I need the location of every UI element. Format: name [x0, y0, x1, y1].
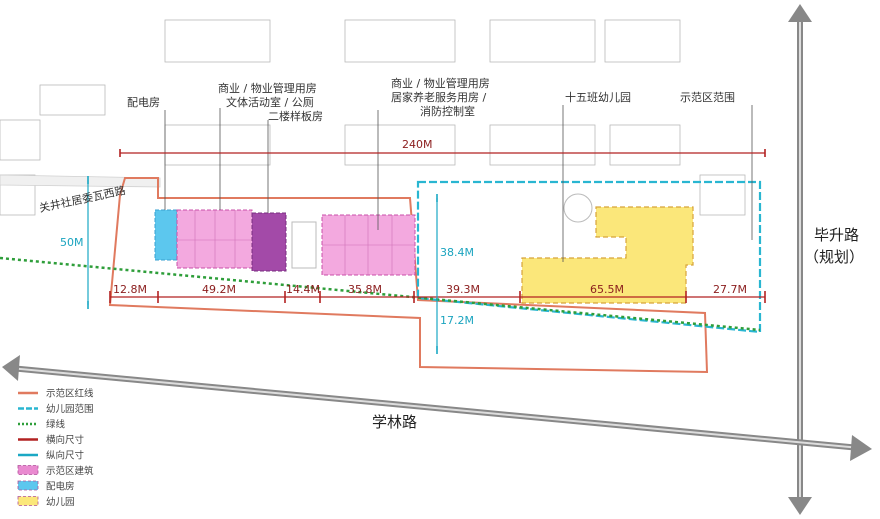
dim-seg-7: 27.7M	[713, 283, 747, 296]
legend-swatch	[17, 465, 39, 475]
dim-total: 240M	[402, 138, 433, 151]
building-grid	[177, 210, 415, 275]
sample-room-building	[251, 212, 287, 272]
dim-seg-1: 12.8M	[113, 283, 147, 296]
legend-label: 幼儿园范围	[46, 403, 94, 415]
dim-seg-2: 49.2M	[202, 283, 236, 296]
legend-item: 绿线	[18, 419, 66, 431]
dim-seg-4: 35.8M	[348, 283, 382, 296]
label-commerce-2-line3: 消防控制室	[420, 104, 475, 118]
commerce-building-1	[176, 209, 253, 269]
empty-plot	[291, 221, 317, 269]
round-feature	[563, 193, 593, 223]
legend-label: 绿线	[46, 419, 66, 431]
label-commerce-2-line1: 商业 / 物业管理用房	[391, 76, 490, 90]
legend-item: 配电房	[17, 480, 75, 493]
label-commerce-1-line1: 商业 / 物业管理用房	[218, 81, 317, 95]
dim-depth-south: 17.2M	[440, 314, 474, 327]
dim-depth-kg: 38.4M	[440, 246, 474, 259]
legend-label: 纵向尺寸	[46, 450, 85, 462]
label-sample-room: 二楼样板房	[268, 109, 323, 123]
road-south-name: 学林路	[372, 413, 417, 431]
legend-label: 幼儿园	[46, 496, 75, 508]
road-east	[788, 4, 812, 515]
legend-label: 配电房	[46, 481, 75, 493]
label-commerce-1-line2: 文体活动室 / 公厕	[226, 95, 314, 109]
kindergarten-range	[416, 180, 762, 334]
label-demo-area: 示范区范围	[680, 90, 735, 104]
label-commerce-2-line2: 居家养老服务用房 /	[391, 90, 486, 104]
legend-item: 示范区红线	[18, 388, 94, 400]
legend-swatch	[17, 480, 39, 491]
dim-seg-3: 14.4M	[286, 283, 320, 296]
dim-ticks	[109, 291, 766, 303]
green-line	[0, 256, 761, 332]
power-room-building	[154, 209, 178, 261]
road-east-note: （规划）	[804, 248, 864, 266]
legend-label: 示范区建筑	[46, 465, 94, 477]
road-east-name: 毕升路	[814, 226, 859, 244]
legend-swatch	[17, 496, 39, 506]
dim-depth-left: 50M	[60, 236, 84, 249]
legend-label: 横向尺寸	[46, 434, 85, 446]
demo-area-red-line	[108, 177, 709, 374]
legend-item: 横向尺寸	[18, 434, 85, 446]
context-buildings	[0, 19, 746, 216]
legend-item: 纵向尺寸	[18, 450, 85, 462]
legend-item: 幼儿园	[17, 496, 75, 508]
dim-seg-5: 39.3M	[446, 283, 480, 296]
legend-item: 示范区建筑	[17, 465, 94, 477]
road-south	[2, 355, 872, 461]
label-kindergarten: 十五班幼儿园	[565, 90, 631, 104]
label-power-room: 配电房	[127, 96, 160, 109]
legend-label: 示范区红线	[46, 388, 94, 400]
legend-item: 幼儿园范围	[18, 403, 94, 415]
dim-seg-6: 65.5M	[590, 283, 624, 296]
leader-lines	[164, 105, 753, 262]
kindergarten-building	[521, 206, 694, 304]
